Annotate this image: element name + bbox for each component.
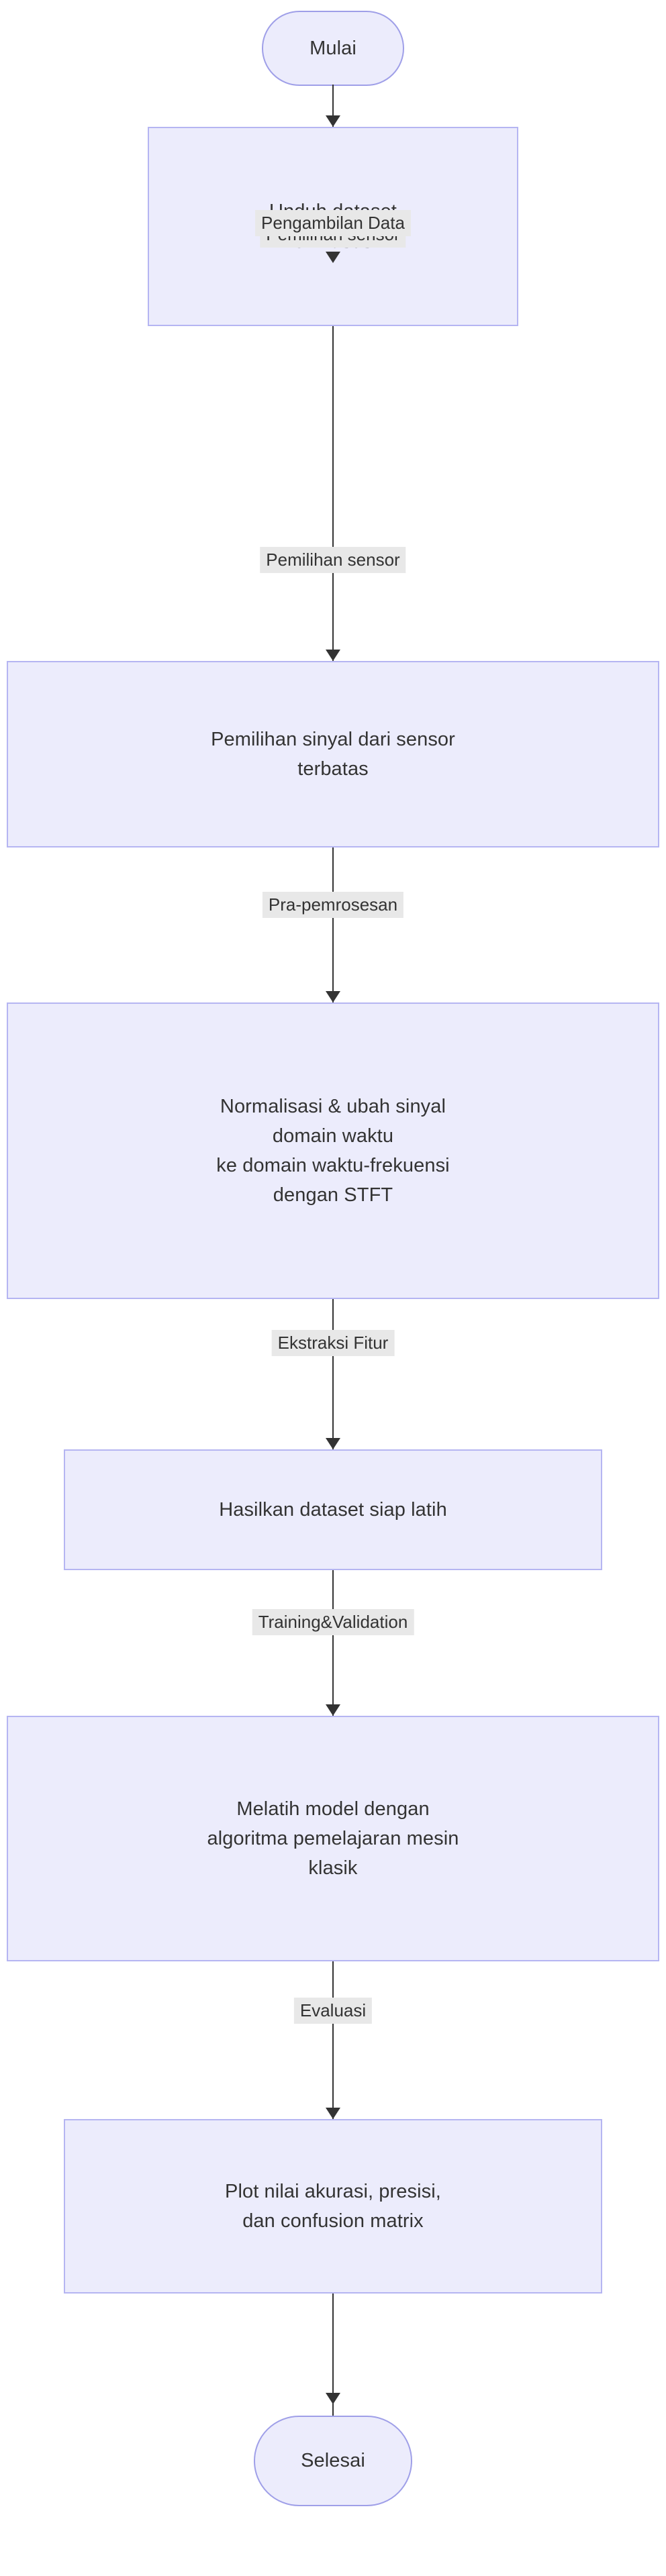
node-end-label: Selesai: [301, 2450, 365, 2472]
node-end[interactable]: Selesai: [254, 2416, 412, 2506]
node-signal-selection[interactable]: Pemilihan sinyal dari sensor terbatas: [7, 661, 659, 847]
node-train-model[interactable]: Melatih model dengan algoritma pemelajar…: [7, 1716, 659, 1961]
edge-label-1: Pengambilan Data: [255, 210, 411, 237]
edge-seg-3: [332, 847, 334, 1002]
edge-seg-1: [332, 85, 334, 127]
edge-seg-5: [332, 1570, 334, 1716]
node-preprocessing-label: Normalisasi & ubah sinyal domain waktu k…: [216, 1095, 450, 1206]
edge-label-2: Pemilihan sensor: [260, 547, 406, 574]
node-train-model-label: Melatih model dengan algoritma pemelajar…: [207, 1798, 459, 1879]
edge-label-6: Evaluasi: [293, 1998, 373, 2024]
edge-label-5: Training&Validation: [252, 1609, 414, 1636]
node-signal-selection-label: Pemilihan sinyal dari sensor terbatas: [211, 728, 455, 780]
node-evaluation-plot-label: Plot nilai akurasi, presisi, dan confusi…: [225, 2180, 441, 2232]
edge-label-4: Ekstraksi Fitur: [271, 1330, 395, 1357]
edge-label-3: Pra-pemrosesan: [262, 892, 404, 919]
node-ready-dataset-label: Hasilkan dataset siap latih: [219, 1498, 447, 1521]
edge-seg-7: [332, 2294, 334, 2416]
arrowhead-3: [326, 991, 340, 1002]
arrowhead-5: [326, 1704, 340, 1716]
node-start[interactable]: Mulai: [262, 11, 404, 86]
arrowhead-6: [326, 2108, 340, 2119]
node-start-label: Mulai: [310, 37, 356, 59]
arrowhead-1: [326, 115, 340, 127]
arrowhead-2: [326, 650, 340, 661]
node-ready-dataset[interactable]: Hasilkan dataset siap latih: [64, 1449, 602, 1570]
arrowhead-7: [326, 2393, 340, 2404]
arrowhead-4: [326, 1438, 340, 1449]
arrowhead-download-select: [326, 252, 340, 263]
node-preprocessing[interactable]: Normalisasi & ubah sinyal domain waktu k…: [7, 1002, 659, 1299]
edge-seg-2: [332, 326, 334, 661]
edge-seg-6: [332, 1961, 334, 2119]
node-evaluation-plot[interactable]: Plot nilai akurasi, presisi, dan confusi…: [64, 2119, 602, 2294]
edge-seg-4: [332, 1299, 334, 1449]
